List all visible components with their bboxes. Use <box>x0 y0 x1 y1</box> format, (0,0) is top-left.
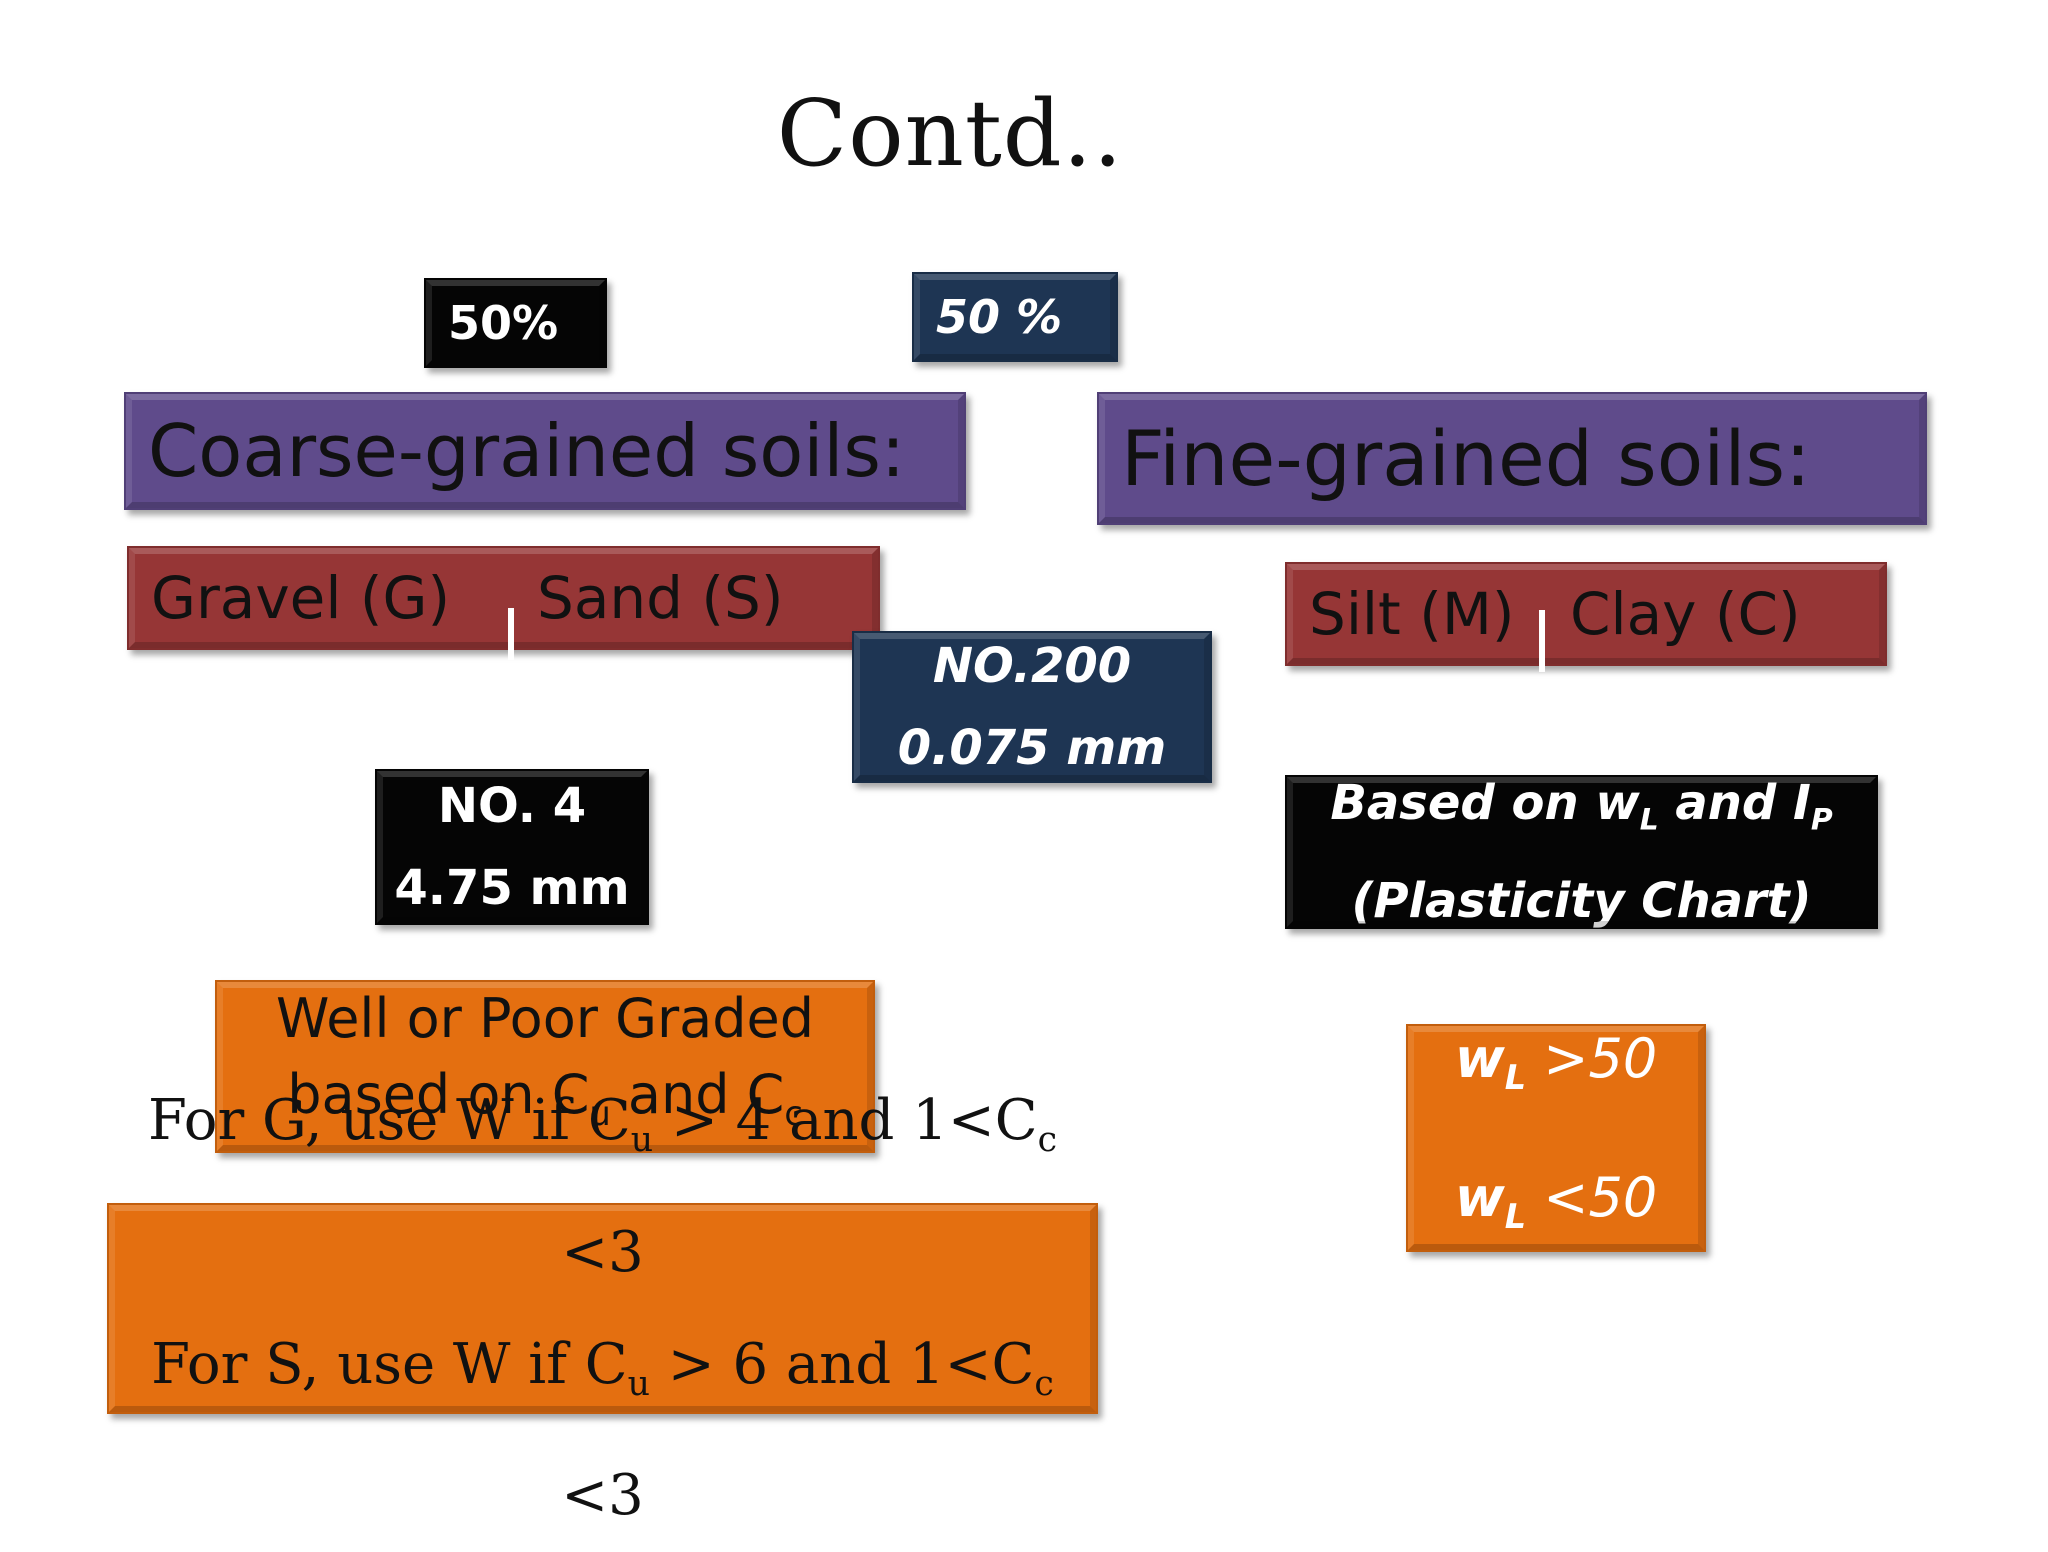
fine-heading: Fine-grained soils: <box>1121 414 1811 503</box>
sieve-4-number: NO. 4 <box>437 778 587 834</box>
criteria-s-a: For S, use W if C <box>151 1331 628 1397</box>
criteria-g-a: For G, use W if C <box>147 1088 631 1154</box>
ll-gt-value: >50 <box>1526 1027 1658 1091</box>
plasticity-line1: Based on wL and IP <box>1330 763 1832 861</box>
criteria-g-sub-u: u <box>630 1120 654 1161</box>
liquid-limit-lt: wL <50 <box>1455 1138 1657 1277</box>
plasticity-prefix: Based on w <box>1330 775 1640 832</box>
grading-sub-u: u <box>589 1093 611 1133</box>
criteria-g-b: > 4 and 1<C <box>653 1088 1038 1154</box>
sieve-200-number: NO.200 <box>932 638 1132 694</box>
ll-lt-value: <50 <box>1526 1166 1658 1229</box>
criteria-sand: For S, use W if Cu > 6 and 1<Cc <3 <box>109 1309 1096 1552</box>
grading-line1: Well or Poor Graded <box>275 987 815 1051</box>
criteria-box: For G, use W if Cu > 4 and 1<Cc <3 For S… <box>107 1088 1098 1528</box>
plasticity-sub-l: L <box>1639 802 1659 838</box>
coarse-percent-label: 50% <box>448 296 559 350</box>
coarse-percent-box: 50% <box>424 278 607 368</box>
fine-types-box: Silt (M) Clay (C) <box>1285 562 1887 666</box>
grading-box: Well or Poor Graded based on Cu and Cc <box>215 980 875 1153</box>
liquid-limit-gt: wL >50 <box>1455 999 1657 1138</box>
sieve-200-size: 0.075 mm <box>897 720 1167 776</box>
grading-line2: based on Cu and Cc <box>287 1057 803 1152</box>
ll-gt-sub: L <box>1504 1058 1527 1097</box>
sieve-4-size: 4.75 mm <box>394 860 630 916</box>
fine-percent-box: 50 % <box>912 272 1118 362</box>
plasticity-line2: (Plasticity Chart) <box>1351 872 1812 929</box>
grading-sub-c: c <box>784 1093 803 1133</box>
slide-title: Contd.. <box>776 80 1124 187</box>
clay-label: Clay (C) <box>1570 580 1801 648</box>
sieve-4-box: NO. 4 4.75 mm <box>375 769 649 925</box>
ll-lt-sub: L <box>1504 1196 1527 1236</box>
sieve-200-box: NO.200 0.075 mm <box>852 631 1212 783</box>
gravel-label: Gravel (G) <box>151 564 451 632</box>
coarse-heading-box: Coarse-grained soils: <box>124 392 966 510</box>
coarse-heading: Coarse-grained soils: <box>148 409 906 493</box>
fine-divider <box>1539 610 1545 672</box>
criteria-g-c: <3 <box>561 1219 644 1285</box>
criteria-s-sub-c: c <box>1034 1363 1054 1404</box>
criteria-s-c: <3 <box>561 1462 644 1528</box>
grading-line2-a: based on C <box>287 1063 590 1127</box>
plasticity-box: Based on wL and IP (Plasticity Chart) <box>1285 775 1878 929</box>
liquid-limit-box: wL >50 wL <50 <box>1406 1024 1706 1252</box>
grading-line2-b: and C <box>610 1063 785 1127</box>
criteria-gravel: For G, use W if Cu > 4 and 1<Cc <3 <box>109 1065 1096 1308</box>
coarse-types-box: Gravel (G) Sand (S) <box>127 546 880 650</box>
criteria-s-b: > 6 and 1<C <box>649 1331 1035 1397</box>
silt-label: Silt (M) <box>1309 580 1515 648</box>
criteria-g-sub-c: c <box>1037 1120 1058 1161</box>
fine-percent-label: 50 % <box>936 290 1063 344</box>
ll-gt-w: w <box>1454 1027 1505 1091</box>
sand-label: Sand (S) <box>537 564 784 632</box>
coarse-divider <box>508 608 514 660</box>
ll-lt-w: w <box>1454 1166 1505 1229</box>
plasticity-sub-p: P <box>1810 802 1833 838</box>
criteria-s-sub-u: u <box>627 1363 650 1404</box>
plasticity-mid: and I <box>1658 775 1811 832</box>
fine-heading-box: Fine-grained soils: <box>1097 392 1927 525</box>
